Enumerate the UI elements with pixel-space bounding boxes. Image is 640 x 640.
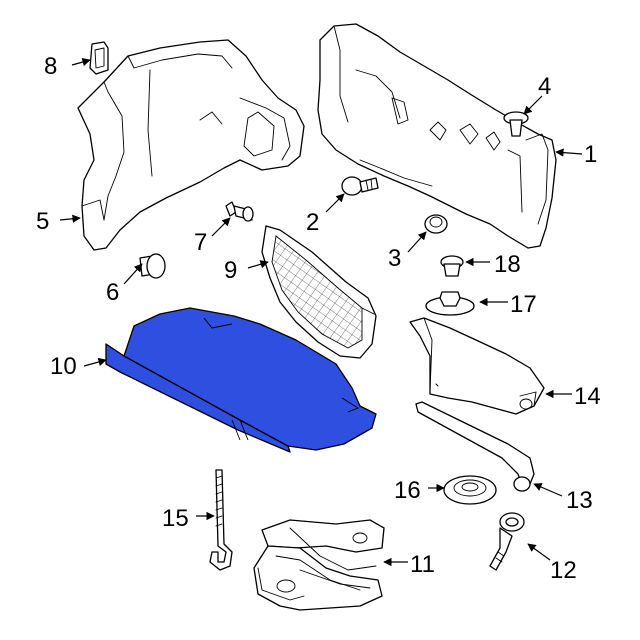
callout-17: 17: [510, 291, 537, 318]
callout-11: 11: [410, 551, 435, 578]
callout-15: 15: [162, 505, 189, 532]
part-10-trunk-floor-mat: [105, 307, 377, 453]
part-14-tool-holder: [409, 317, 545, 415]
leader-lines: [59, 57, 583, 567]
callout-3: 3: [388, 245, 401, 272]
part-5-left-side-trim: [77, 39, 305, 251]
callout-5: 5: [36, 208, 49, 235]
callout-12: 12: [550, 557, 577, 584]
callout-4: 4: [538, 73, 551, 100]
part-7-bolt: [225, 201, 254, 222]
part-15-hook-rod: [209, 469, 233, 571]
callout-10: 10: [50, 353, 77, 380]
callout-6: 6: [106, 279, 119, 306]
part-4-push-pin: [503, 111, 529, 137]
callout-2: 2: [306, 209, 319, 236]
part-17-washer-nut: [425, 291, 475, 316]
callout-16: 16: [394, 477, 421, 504]
part-1-right-side-trim: [317, 23, 557, 249]
callout-13: 13: [566, 487, 593, 514]
part-11-scissor-jack: [253, 519, 385, 611]
part-8-clip: [89, 41, 109, 75]
callout-7: 7: [194, 229, 207, 256]
part-3-screw: [424, 214, 448, 234]
callout-8: 8: [44, 53, 57, 80]
part-12-eye-bolt: [489, 512, 525, 571]
callout-1: 1: [584, 141, 597, 168]
callout-14: 14: [574, 383, 601, 410]
callout-labels: 8 1 4 5 2 3 7 6 9 18 17 10 14 16 13 15 1…: [36, 53, 601, 584]
part-2-screw-rivet: [341, 176, 379, 196]
part-6-push-rivet: [139, 253, 166, 279]
callout-9: 9: [224, 257, 237, 284]
part-16-grommet: [443, 475, 497, 505]
part-13-lug-wrench: [415, 401, 535, 492]
part-9-cargo-net: [261, 225, 377, 359]
part-18-cup-clip: [440, 255, 464, 277]
callout-18: 18: [494, 251, 521, 278]
